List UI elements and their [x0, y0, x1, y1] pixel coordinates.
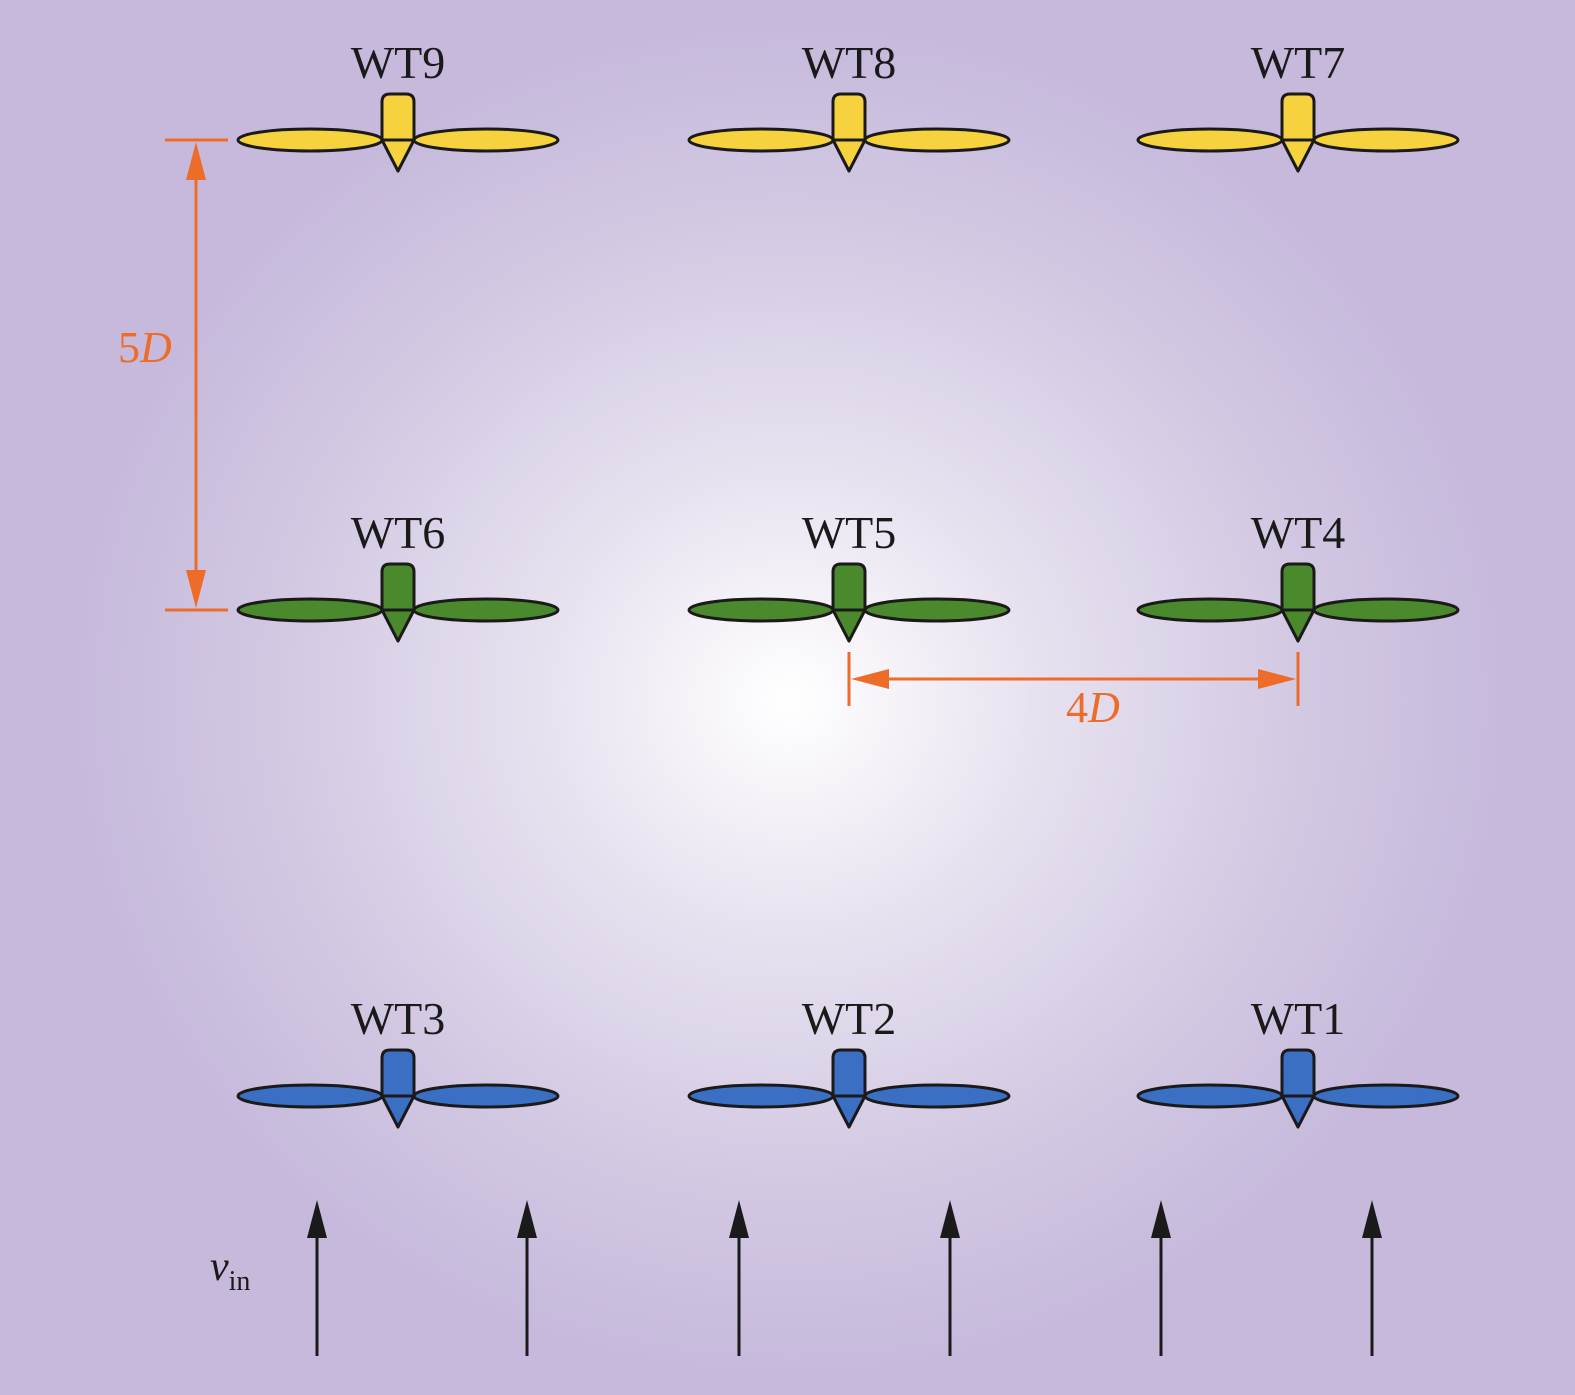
turbine-wt9-nacelle — [380, 92, 416, 142]
turbine-wt8-hub — [831, 138, 867, 173]
inflow-arrow-1-head — [307, 1200, 327, 1238]
turbine-wt4-label: WT4 — [1251, 507, 1346, 558]
inflow-arrow-4 — [940, 1200, 960, 1356]
inflow-symbol: v — [210, 1244, 229, 1290]
turbines-layer: WT1 WT2 WT3 WT4 WT5 WT6 WT7 WT8 WT9 — [236, 37, 1460, 1129]
turbine-wt1: WT1 — [1136, 993, 1460, 1129]
turbine-wt9: WT9 — [236, 37, 560, 173]
column-spacing-label: 4D — [1066, 683, 1120, 732]
inflow-arrow-2 — [517, 1200, 537, 1356]
row-spacing-dimension: 5D — [118, 138, 228, 612]
turbine-wt4: WT4 — [1136, 507, 1460, 643]
turbine-wt9-blade-right — [412, 127, 560, 153]
turbine-wt2: WT2 — [687, 993, 1011, 1129]
row-spacing-number: 5 — [118, 323, 140, 372]
turbine-wt6-label: WT6 — [351, 507, 446, 558]
turbine-wt8: WT8 — [687, 37, 1011, 173]
inflow-velocity-label: vin — [210, 1244, 250, 1297]
turbine-wt1-blade-left — [1136, 1083, 1284, 1109]
turbine-wt7-label: WT7 — [1251, 37, 1346, 88]
column-spacing-number: 4 — [1066, 683, 1088, 732]
column-spacing-dimension: 4D — [847, 652, 1300, 732]
row-spacing-unit: D — [139, 323, 172, 372]
turbine-wt9-hub — [380, 138, 416, 173]
turbine-wt6-blade-left — [236, 597, 384, 623]
turbine-wt5-blade-right — [863, 597, 1011, 623]
turbine-wt7-nacelle — [1280, 92, 1316, 142]
turbine-wt2-label: WT2 — [802, 993, 897, 1044]
turbine-wt7-hub — [1280, 138, 1316, 173]
turbine-wt3-blade-right — [412, 1083, 560, 1109]
turbine-wt3-nacelle — [380, 1048, 416, 1098]
turbine-wt6-nacelle — [380, 562, 416, 612]
turbine-wt6-hub — [380, 608, 416, 643]
turbine-wt2-blade-left — [687, 1083, 835, 1109]
row-spacing-arrowhead-bottom — [186, 570, 206, 608]
turbine-wt9-blade-left — [236, 127, 384, 153]
inflow-arrow-6-head — [1362, 1200, 1382, 1238]
turbine-wt8-blade-right — [863, 127, 1011, 153]
turbine-wt8-nacelle — [831, 92, 867, 142]
turbine-wt9-label: WT9 — [351, 37, 446, 88]
turbine-wt1-blade-right — [1312, 1083, 1460, 1109]
turbine-wt6-blade-right — [412, 597, 560, 623]
turbine-wt2-nacelle — [831, 1048, 867, 1098]
turbine-wt3-blade-left — [236, 1083, 384, 1109]
inflow-subscript: in — [229, 1266, 251, 1297]
turbine-wt4-nacelle — [1280, 562, 1316, 612]
inflow-arrow-4-head — [940, 1200, 960, 1238]
turbine-wt4-hub — [1280, 608, 1316, 643]
inflow-arrow-5-head — [1151, 1200, 1171, 1238]
inflow-arrow-6 — [1362, 1200, 1382, 1356]
turbine-wt5-label: WT5 — [802, 507, 897, 558]
turbine-wt3-label: WT3 — [351, 993, 446, 1044]
turbine-wt1-label: WT1 — [1251, 993, 1346, 1044]
column-spacing-arrowhead-left — [851, 669, 889, 689]
inflow-arrows — [307, 1200, 1382, 1356]
turbine-wt7: WT7 — [1136, 37, 1460, 173]
turbine-wt3: WT3 — [236, 993, 560, 1129]
inflow-arrow-3-head — [729, 1200, 749, 1238]
column-spacing-arrowhead-right — [1258, 669, 1296, 689]
turbine-wt7-blade-right — [1312, 127, 1460, 153]
turbine-wt7-blade-left — [1136, 127, 1284, 153]
turbine-wt4-blade-right — [1312, 597, 1460, 623]
turbine-wt5-nacelle — [831, 562, 867, 612]
turbine-wt2-hub — [831, 1094, 867, 1129]
inflow-arrow-5 — [1151, 1200, 1171, 1356]
turbine-wt1-nacelle — [1280, 1048, 1316, 1098]
inflow-arrow-2-head — [517, 1200, 537, 1238]
turbine-wt5-blade-left — [687, 597, 835, 623]
turbine-wt6: WT6 — [236, 507, 560, 643]
turbine-wt5: WT5 — [687, 507, 1011, 643]
row-spacing-arrowhead-top — [186, 142, 206, 180]
column-spacing-unit: D — [1087, 683, 1120, 732]
inflow-arrow-1 — [307, 1200, 327, 1356]
row-spacing-label: 5D — [118, 323, 172, 372]
turbine-wt1-hub — [1280, 1094, 1316, 1129]
turbine-wt8-label: WT8 — [802, 37, 897, 88]
turbine-wt4-blade-left — [1136, 597, 1284, 623]
inflow-arrow-3 — [729, 1200, 749, 1356]
turbine-wt5-hub — [831, 608, 867, 643]
turbine-wt8-blade-left — [687, 127, 835, 153]
turbine-wt3-hub — [380, 1094, 416, 1129]
turbine-wt2-blade-right — [863, 1083, 1011, 1109]
